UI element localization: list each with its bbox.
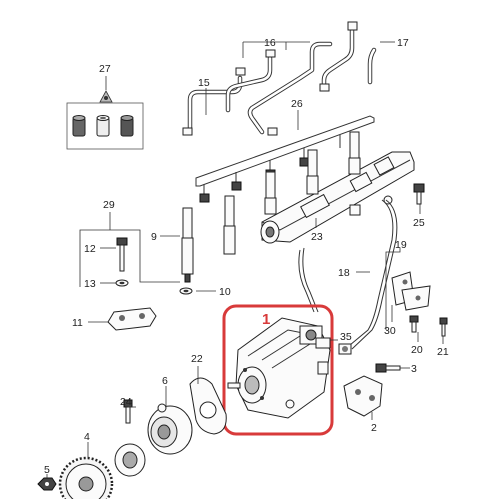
leader-lines	[46, 41, 444, 478]
callout-10: 10	[219, 286, 231, 298]
callout-24: 24	[120, 396, 132, 408]
callout-12: 12	[84, 243, 96, 255]
callout-26: 26	[291, 98, 303, 110]
callout-3: 3	[411, 363, 417, 375]
hub	[114, 443, 146, 477]
callout-20: 20	[411, 344, 423, 356]
callout-30: 30	[384, 325, 396, 337]
sleeve-part	[120, 115, 134, 137]
injector	[264, 171, 277, 215]
group-19-bracket	[385, 248, 448, 337]
injector	[348, 131, 361, 175]
common-rail	[260, 151, 415, 244]
callout-25: 25	[413, 217, 425, 229]
gasket-22	[189, 377, 227, 435]
group-27-box	[66, 76, 144, 150]
injector	[223, 195, 236, 255]
fuel-pipe-18	[298, 199, 398, 350]
injectors	[181, 131, 361, 283]
callout-2: 2	[371, 422, 377, 434]
callout-18: 18	[338, 267, 350, 279]
sleeve-part	[96, 115, 110, 137]
sleeve-part	[72, 115, 86, 137]
fuel-injection-pump	[227, 317, 331, 419]
callout-4: 4	[84, 431, 90, 443]
nut-5	[37, 477, 57, 491]
callout-6: 6	[162, 375, 168, 387]
wiring-harness	[195, 115, 375, 203]
callout-35: 35	[340, 331, 352, 343]
callout-23: 23	[311, 231, 323, 243]
callout-21: 21	[437, 346, 449, 358]
callout-17: 17	[397, 37, 409, 49]
callout-22: 22	[191, 353, 203, 365]
injector	[181, 207, 194, 283]
injector-pipes	[182, 21, 377, 136]
injector	[306, 149, 319, 195]
clamp-11	[107, 307, 157, 331]
fitting-35	[338, 343, 352, 355]
callout-1: 1	[262, 311, 270, 328]
callout-16: 16	[264, 37, 276, 49]
callout-29: 29	[103, 199, 115, 211]
callout-15: 15	[198, 77, 210, 89]
flange-6	[147, 403, 193, 455]
callout-labels: 1 2 3 4 5 6 9 10 11 12 13 15 16 17 18 19…	[44, 37, 449, 476]
group-29-bracket	[79, 212, 193, 295]
highlight-box	[222, 304, 334, 436]
gear-4	[58, 456, 114, 504]
bolt-3	[375, 363, 401, 373]
callout-27: 27	[99, 63, 111, 75]
callout-13: 13	[84, 278, 96, 290]
callout-11: 11	[72, 317, 83, 329]
bracket-2	[343, 375, 383, 417]
bolt-25	[413, 183, 425, 205]
callout-5: 5	[44, 464, 50, 476]
callout-19: 19	[395, 239, 407, 251]
callout-9: 9	[151, 231, 157, 243]
